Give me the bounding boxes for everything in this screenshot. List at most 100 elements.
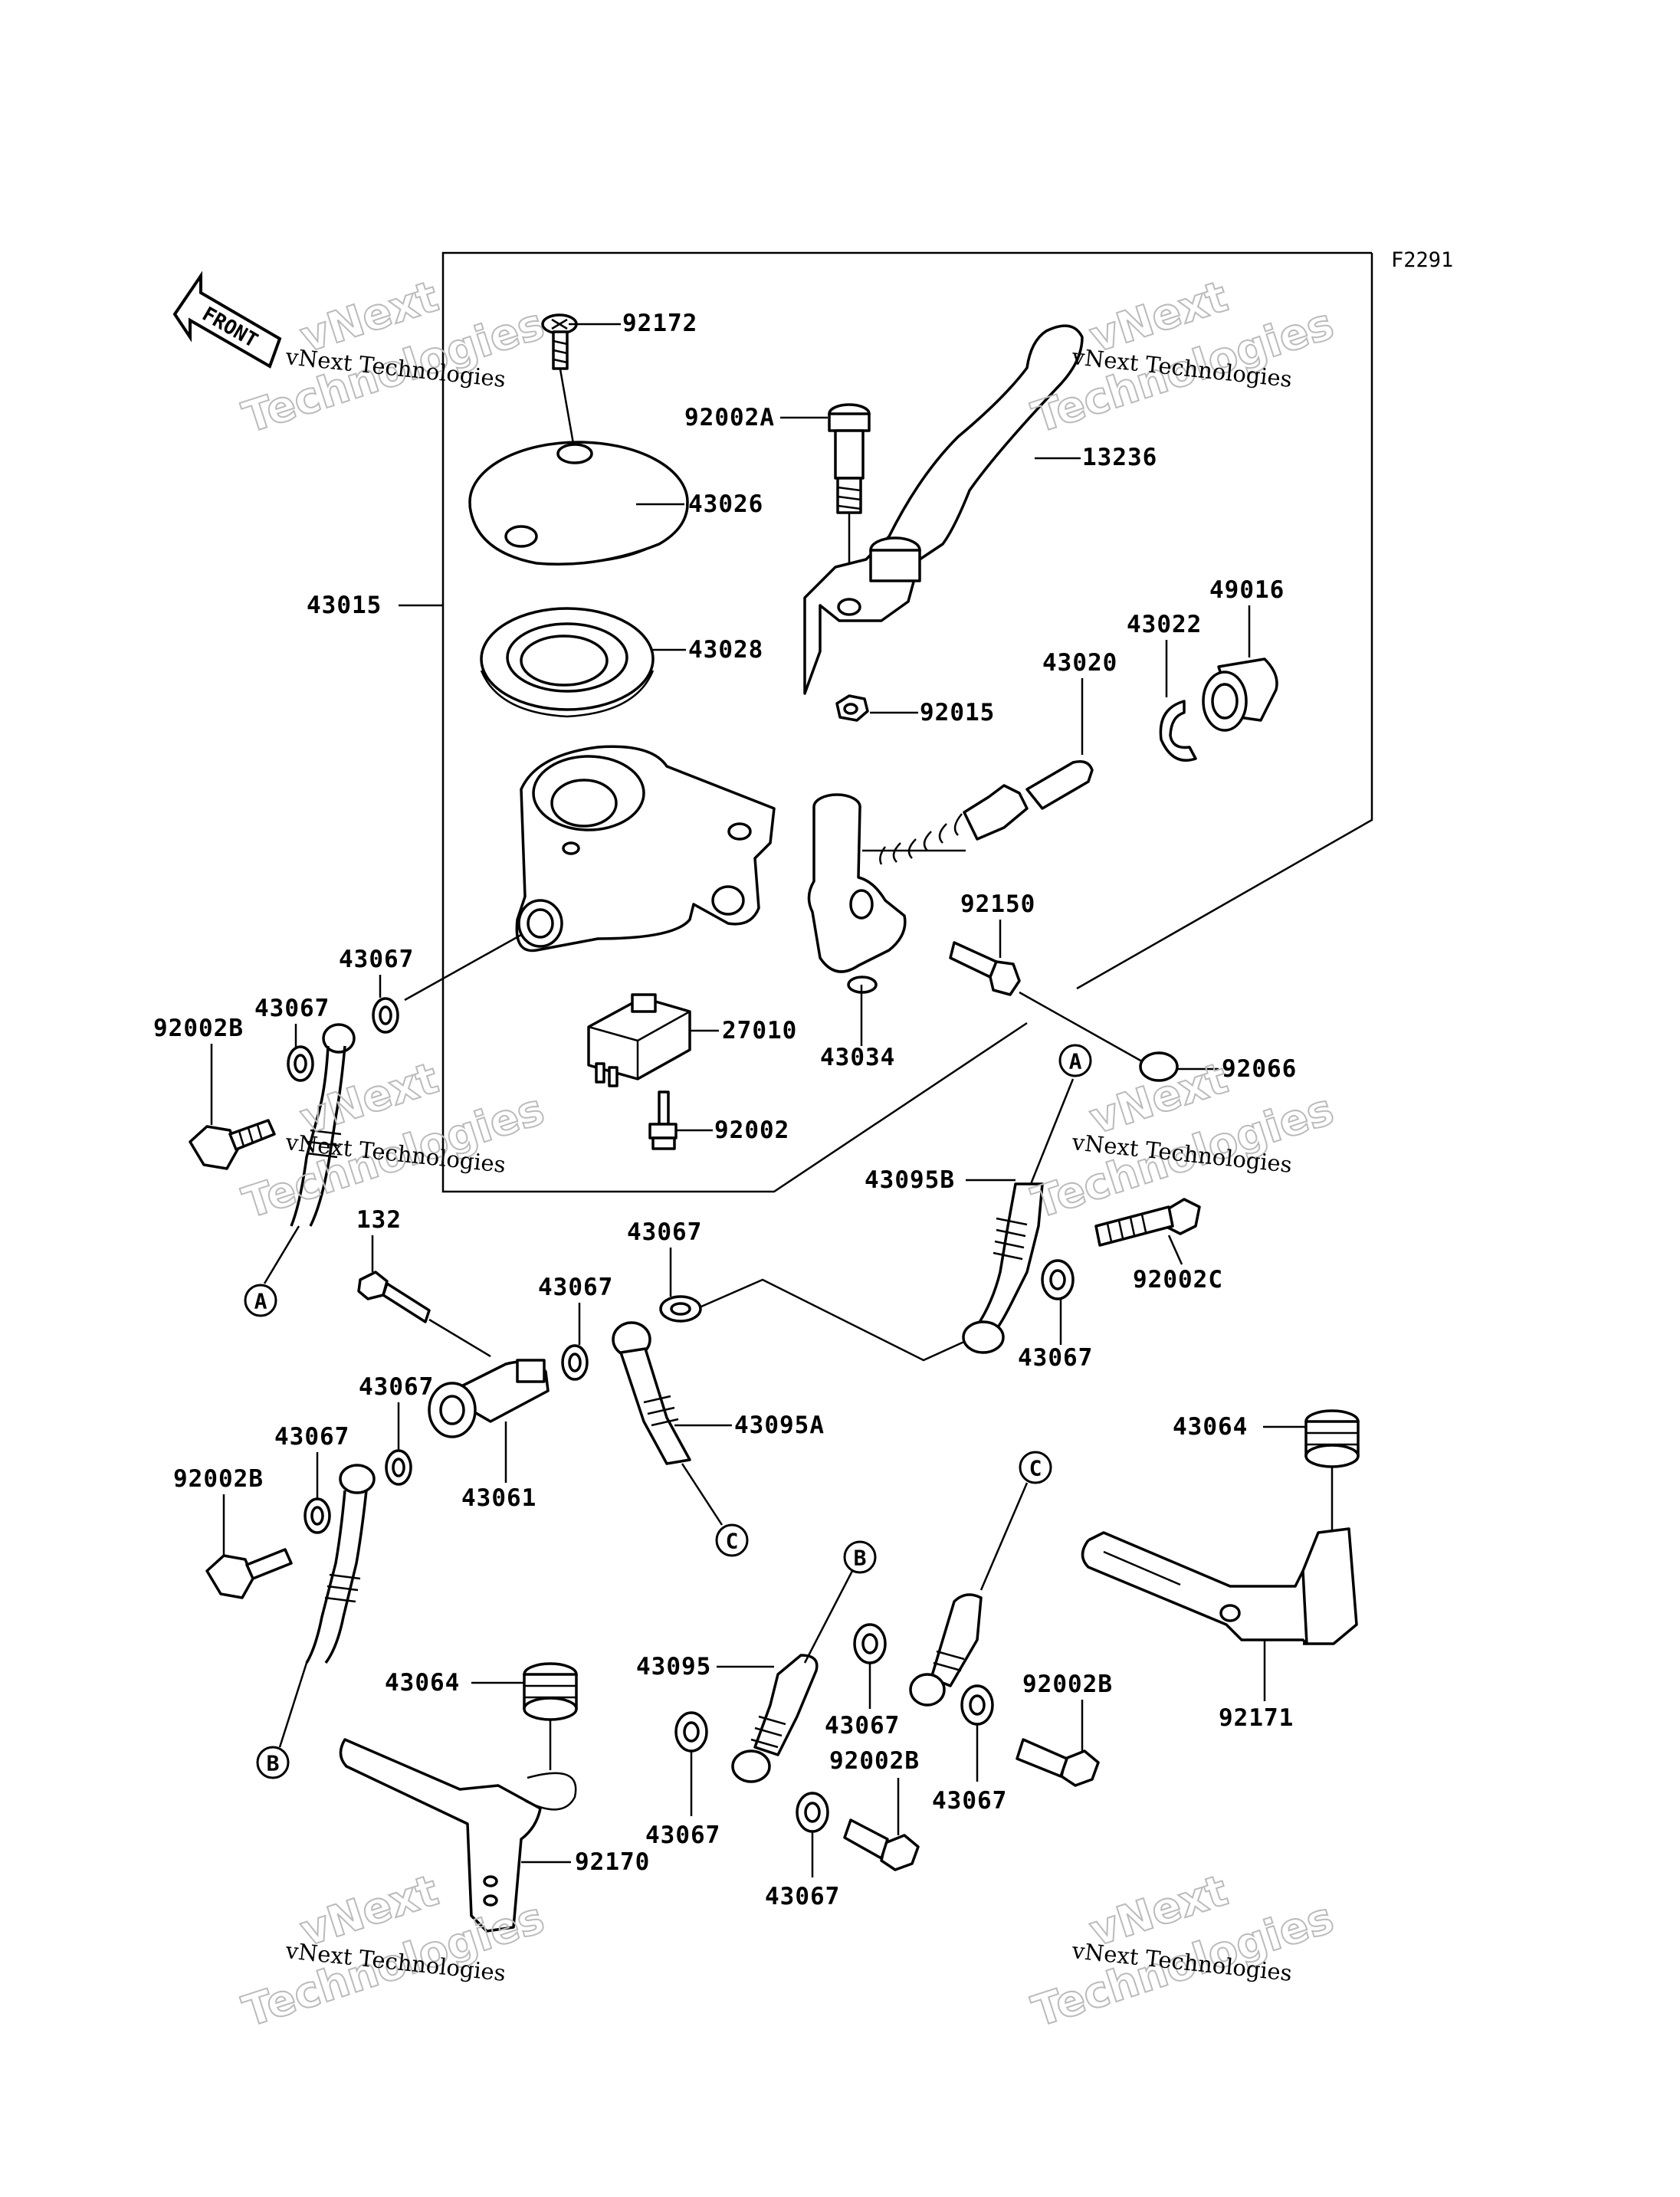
label-43026: 43026: [688, 490, 763, 518]
label-43064-b: 43064: [385, 1669, 460, 1697]
bolt-92002B-c: [843, 1778, 920, 1871]
label-92002B-c: 92002B: [829, 1747, 920, 1775]
pivot-bolt-92002A: [780, 403, 871, 609]
label-43067-e: 43067: [1018, 1344, 1093, 1372]
washer-43067-b: [287, 1024, 314, 1082]
label-92015: 92015: [920, 699, 995, 726]
washer-43067-i: [674, 1711, 708, 1816]
label-92066: 92066: [1222, 1055, 1297, 1083]
label-43022: 43022: [1127, 611, 1202, 638]
washer-43067-c: [561, 1303, 589, 1381]
screw-92172: [541, 313, 621, 453]
clamp-43034: [807, 793, 907, 1046]
callout-c-right: C: [1019, 1451, 1052, 1484]
hose-fitting-43095A: [612, 1321, 732, 1526]
svg-text:B: B: [267, 1751, 280, 1776]
watermark-mid-left: vNext Technologies vNext Technologies: [236, 1053, 551, 1230]
label-132: 132: [356, 1206, 402, 1234]
callout-b-mid: B: [843, 1540, 877, 1574]
svg-text:C: C: [1029, 1456, 1042, 1481]
washer-43067-d: [659, 1248, 966, 1362]
piston-43020: [862, 678, 1094, 865]
hose-fitting-right-c: [909, 1482, 1029, 1707]
front-arrow-icon: FRONT: [172, 271, 282, 369]
circlip-43022: [1159, 640, 1197, 762]
watermark-top-left: vNext Technologies vNext Technologies: [236, 271, 551, 444]
hose-fitting-left-top: [263, 1023, 356, 1284]
hose-fitting-43095B: [962, 1078, 1075, 1354]
clamp-bolt-92150: [949, 920, 1143, 1063]
bracket-92170: [339, 1738, 577, 1933]
label-43028: 43028: [688, 636, 763, 664]
screw-92002: [648, 1090, 713, 1150]
label-92002B-a: 92002B: [153, 1015, 244, 1042]
callout-c-mid: C: [715, 1523, 749, 1557]
label-92002B-d: 92002B: [1022, 1671, 1113, 1698]
label-43067-c: 43067: [627, 1218, 702, 1246]
label-43067-a: 43067: [339, 946, 414, 973]
figure-id: F2291: [1391, 248, 1453, 272]
bolt-132: [357, 1235, 491, 1358]
grommet-43064-b: [471, 1662, 578, 1770]
label-43034: 43034: [820, 1044, 895, 1071]
label-27010: 27010: [722, 1017, 797, 1044]
label-49016: 49016: [1209, 576, 1285, 604]
washer-43067-h: [853, 1623, 887, 1709]
washer-43067-a: [372, 975, 399, 1034]
label-43095: 43095: [636, 1653, 711, 1681]
brake-lever-13236: [803, 324, 1084, 695]
svg-text:A: A: [254, 1289, 267, 1314]
diaphragm-43028: [480, 607, 686, 718]
callout-a-top: A: [1058, 1044, 1092, 1077]
label-92171: 92171: [1219, 1704, 1294, 1732]
label-92002C: 92002C: [1133, 1266, 1223, 1294]
watermark-bottom-right: vNext Technologies vNext Technologies: [1025, 1865, 1340, 2038]
brake-switch-43061: [428, 1359, 550, 1483]
label-43064-a: 43064: [1173, 1413, 1248, 1441]
label-43067-b: 43067: [254, 995, 330, 1022]
label-43061: 43061: [461, 1484, 536, 1512]
bolt-92002B-d: [1016, 1700, 1100, 1787]
label-43067-i: 43067: [932, 1787, 1007, 1815]
label-43020: 43020: [1042, 649, 1117, 677]
washer-43067-e: [385, 1402, 412, 1486]
label-13236: 13236: [1082, 444, 1157, 471]
label-92170: 92170: [575, 1848, 650, 1876]
label-92002: 92002: [714, 1117, 789, 1144]
label-43067-g: 43067: [274, 1423, 349, 1451]
label-92172: 92172: [622, 310, 697, 337]
washer-43067-f: [304, 1452, 331, 1534]
callout-a-left: A: [244, 1284, 277, 1317]
washer-43067-k: [960, 1684, 994, 1782]
label-92002B-b: 92002B: [173, 1465, 264, 1493]
label-43067-h: 43067: [825, 1712, 900, 1740]
bolt-92002B-b: [205, 1494, 293, 1599]
reservoir-cap-43026: [468, 441, 689, 566]
nut-92015: [835, 694, 918, 722]
label-43095A: 43095A: [734, 1412, 825, 1439]
bleeder-92002C: [1094, 1198, 1201, 1265]
dust-boot-49016: [1202, 605, 1278, 732]
label-43095B: 43095B: [865, 1166, 955, 1194]
bracket-92171: [1081, 1527, 1358, 1701]
hose-fitting-left-bottom: [278, 1464, 376, 1748]
bolt-92002B-a: [189, 1044, 276, 1170]
switch-27010: [587, 993, 719, 1087]
hose-fitting-43095: [717, 1570, 854, 1783]
label-92150: 92150: [960, 890, 1035, 918]
cap-92066: [1139, 1051, 1219, 1082]
callout-b-left: B: [256, 1746, 290, 1779]
watermark-top-right: vNext Technologies vNext Technologies: [1025, 271, 1340, 444]
label-43067-k: 43067: [765, 1883, 840, 1910]
svg-text:B: B: [854, 1546, 867, 1571]
washer-43067-g: [1041, 1259, 1075, 1345]
washer-43067-j: [796, 1792, 829, 1877]
grommet-43064-a: [1263, 1409, 1360, 1533]
svg-text:C: C: [726, 1529, 739, 1554]
master-cylinder-body: [404, 745, 776, 1002]
label-43067-d: 43067: [538, 1274, 613, 1301]
label-43067-j: 43067: [645, 1822, 720, 1849]
label-92002A: 92002A: [684, 404, 775, 431]
label-43015: 43015: [307, 592, 382, 619]
